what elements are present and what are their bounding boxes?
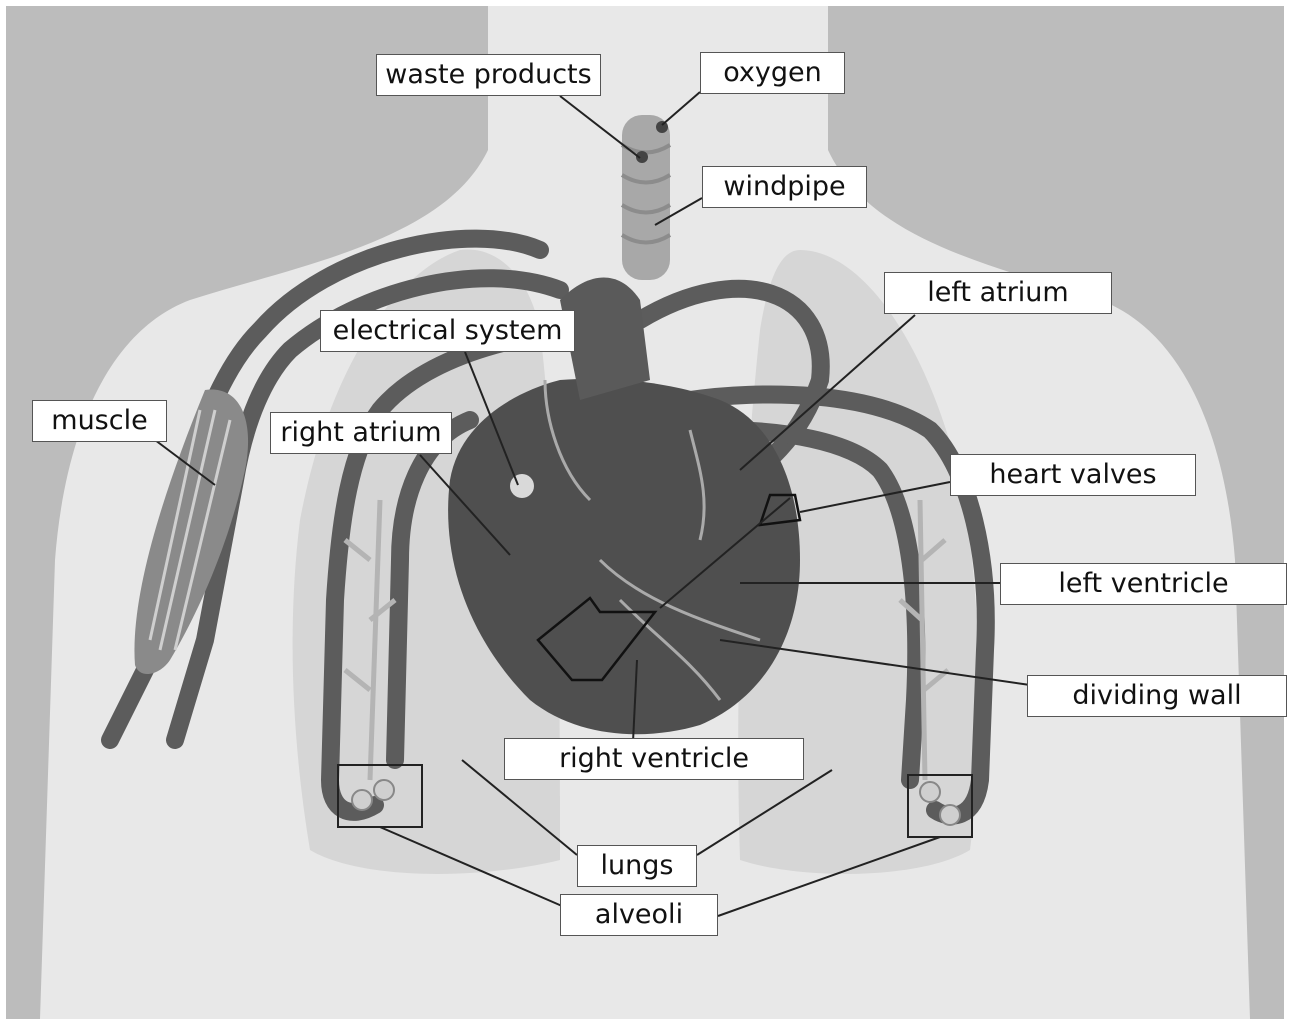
waste-products-label: waste products [376, 54, 601, 96]
muscle-label: muscle [32, 400, 167, 442]
alveoli-label: alveoli [560, 894, 718, 936]
windpipe-label: windpipe [702, 166, 867, 208]
electrical-system-label: electrical system [320, 310, 575, 352]
windpipe-graphic [622, 115, 670, 280]
left-ventricle-label: left ventricle [1000, 563, 1287, 605]
dividing-wall-label: dividing wall [1027, 675, 1287, 717]
heart-valves-label: heart valves [950, 454, 1196, 496]
lungs-label: lungs [577, 845, 697, 887]
right-atrium-label: right atrium [270, 412, 452, 454]
right-ventricle-label: right ventricle [504, 738, 804, 780]
oxygen-label: oxygen [700, 52, 845, 94]
left-atrium-label: left atrium [884, 272, 1112, 314]
